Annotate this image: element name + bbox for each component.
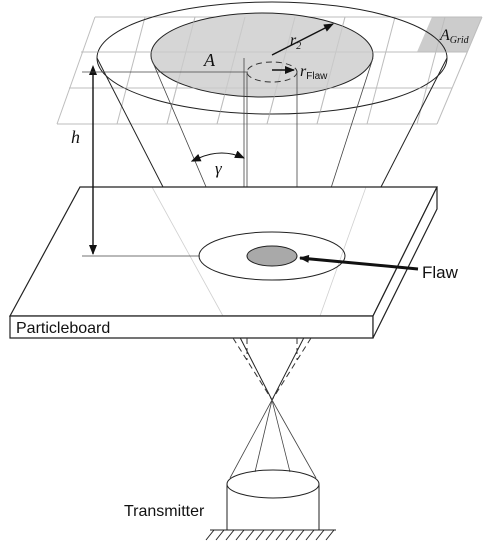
radius-flaw-label: rFlaw [300,63,328,82]
particleboard-label: Particleboard [16,320,110,337]
grid-overlay [69,16,467,125]
angle-arc [190,150,245,162]
radius-r2-label-main: r [290,32,297,49]
area-label: A [203,50,216,70]
flaw-pointer-arrow [299,254,419,271]
transmitter-label: Transmitter [124,503,205,520]
radius-flaw-label-main: r [300,63,307,80]
grid-area-label-sub: Grid [450,35,470,46]
radius-flaw-label-sub: Flaw [306,71,328,82]
height-label: h [71,127,80,147]
radius-r2-label-sub: 2 [296,41,301,52]
beam-lower-right-inner [271,399,291,473]
grid-area-label: AGrid [439,27,470,46]
transmitter-cylinder [205,469,336,541]
flaw-label: Flaw [422,263,459,282]
inner-cone-lower-right [271,337,312,401]
particleboard-top-face [8,186,438,317]
inner-cone-lower-left [232,337,273,401]
grid-area-label-main: A [439,27,450,44]
radius-r2-label: r2 [290,32,301,52]
beam-lower-right-outer [271,399,317,479]
inspected-area [150,12,374,98]
beam-lower-left-inner [254,399,273,473]
beam-lower-left-outer [229,399,273,479]
radius-r2-arrow [271,23,334,56]
flaw-shape [246,245,298,267]
particleboard-right-face [372,186,438,339]
angle-label: γ [215,159,223,178]
grid-cell-highlight [417,17,482,52]
